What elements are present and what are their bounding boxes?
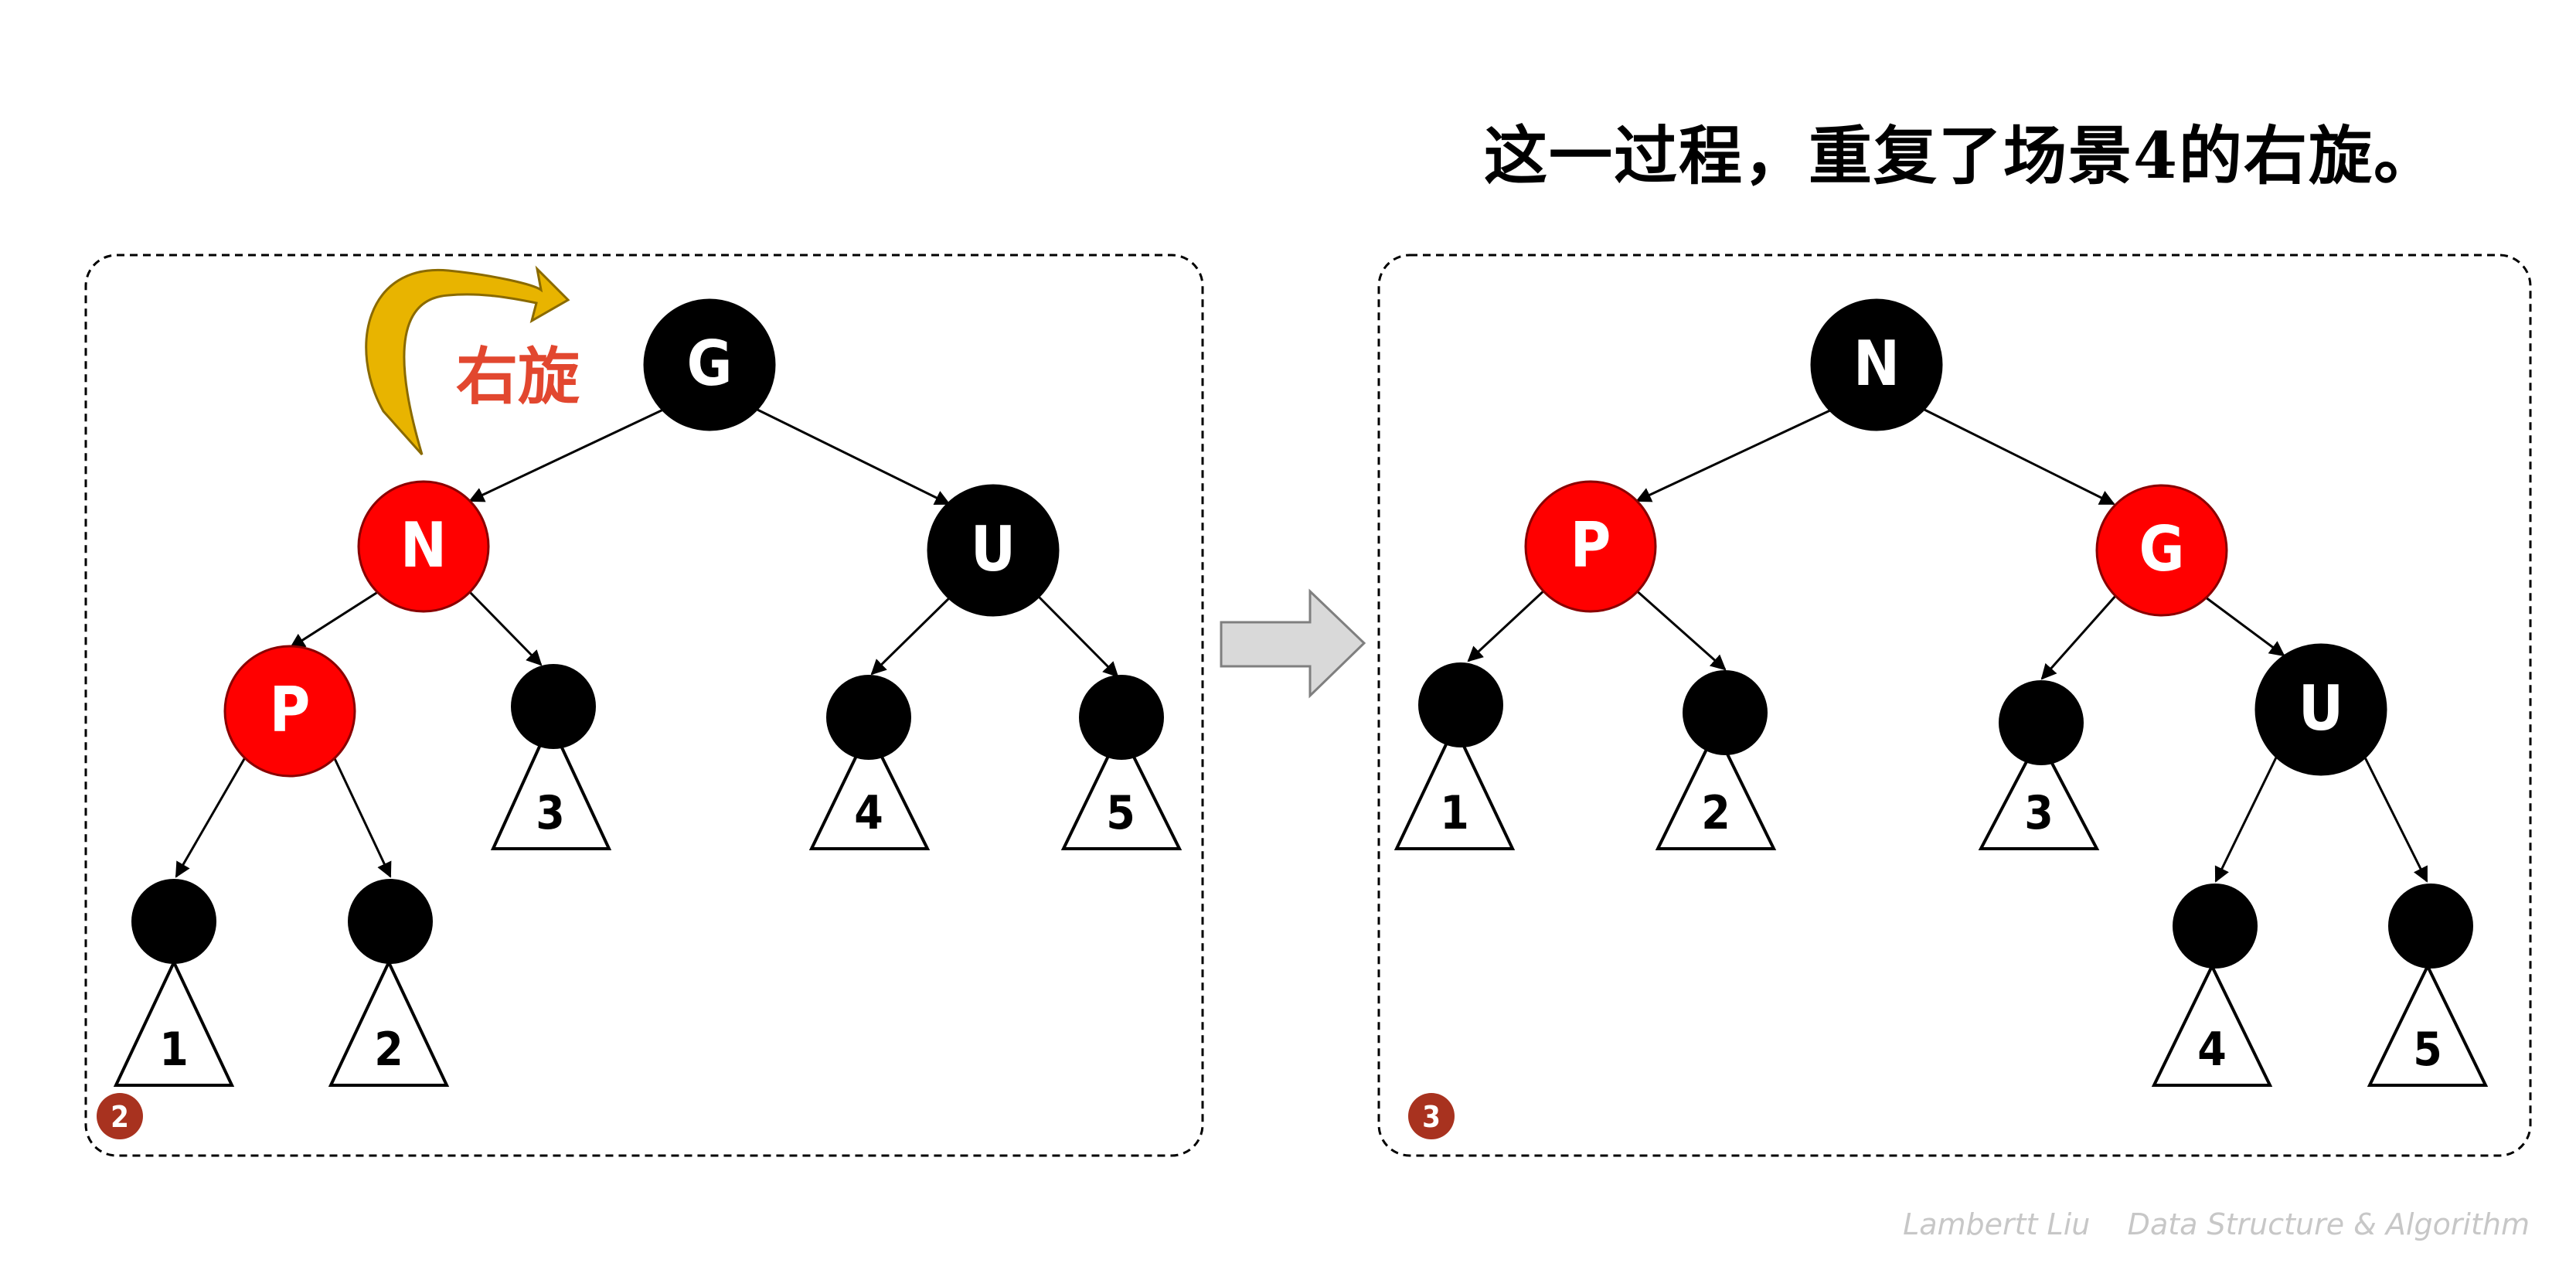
tree-node <box>1999 680 2084 765</box>
tree-node: G <box>2095 484 2228 617</box>
edge <box>175 753 249 878</box>
edge <box>1467 587 1547 662</box>
edge <box>331 753 392 878</box>
edge <box>2202 594 2285 657</box>
tree-node: N <box>357 480 490 613</box>
edge <box>2214 757 2278 883</box>
subtree-label: 2 <box>374 1023 403 1077</box>
tree-node: U <box>2254 643 2387 776</box>
panel-before <box>84 254 1204 1157</box>
edge <box>465 587 543 666</box>
subtree-triangle <box>808 727 931 850</box>
transition-arrow-icon <box>1220 588 1366 699</box>
subtree-triangle <box>2151 962 2273 1087</box>
tree-node <box>1079 675 1164 760</box>
panel-before-subtrees <box>113 719 1183 1087</box>
svg-text:3: 3 <box>1422 1100 1441 1134</box>
edge <box>1634 587 1727 671</box>
tree-node: G <box>643 298 776 431</box>
subtree-label: 1 <box>1440 786 1469 840</box>
edge <box>468 408 664 502</box>
svg-text:P: P <box>1570 509 1611 581</box>
tree-node <box>2173 884 2258 969</box>
subtree-triangle <box>490 719 612 850</box>
subtree-triangle <box>1655 727 1777 850</box>
subtree-label: 5 <box>2413 1023 2442 1077</box>
edge <box>870 594 954 676</box>
subtree-label: 2 <box>1701 786 1730 840</box>
svg-text:P: P <box>270 674 311 746</box>
tree-node <box>511 664 596 749</box>
svg-text:N: N <box>1853 328 1900 400</box>
panel-before-nodes: G N U P <box>131 298 1164 964</box>
panel-after-edges <box>1467 408 2428 883</box>
rotate-right-arrow-icon <box>365 265 570 455</box>
step-badge: 3 <box>1408 1093 1455 1139</box>
tree-node: N <box>1810 298 1943 431</box>
subtree-label: 3 <box>2024 786 2054 840</box>
subtree-label: 5 <box>1106 786 1135 840</box>
subtree-triangle <box>2367 962 2489 1087</box>
panel-after-nodes: N P G U <box>1418 298 2473 969</box>
tree-node <box>1418 662 1503 747</box>
svg-text:2: 2 <box>111 1100 129 1134</box>
tree-node: U <box>927 484 1060 617</box>
svg-text:G: G <box>686 328 732 400</box>
panel-after-subtrees <box>1393 723 2489 1087</box>
tree-node: P <box>1524 480 1657 613</box>
edge <box>1635 408 1832 502</box>
panel-before-edges <box>175 408 1119 878</box>
tree-node <box>1683 670 1768 755</box>
subtree-triangle <box>1060 727 1183 850</box>
subtree-triangle <box>113 958 235 1087</box>
step-badge: 2 <box>97 1093 143 1139</box>
edge <box>1924 408 2115 506</box>
subtree-triangle <box>1393 723 1516 850</box>
svg-text:N: N <box>400 509 447 581</box>
subtree-label: 4 <box>2197 1023 2227 1077</box>
rotate-label: 右旋 <box>456 341 580 413</box>
svg-text:G: G <box>2139 513 2184 585</box>
svg-text:U: U <box>2299 672 2343 744</box>
subtree-label: 3 <box>536 786 565 840</box>
panel-after <box>1377 254 2532 1157</box>
tree-node <box>2388 884 2473 969</box>
svg-text:U: U <box>971 513 1016 585</box>
tree-node <box>826 675 911 760</box>
footer-credit: Lambertt Liu Data Structure & Algorithm <box>1903 1207 2530 1241</box>
subtree-triangle <box>328 958 450 1087</box>
tree-node: P <box>223 645 356 778</box>
subtree-label: 4 <box>854 786 883 840</box>
tree-node <box>131 879 216 964</box>
edge <box>1036 594 1119 678</box>
page-title: 这一过程，重复了场景4的右旋。 <box>1484 119 2439 193</box>
edge <box>757 408 951 506</box>
edge <box>2363 757 2428 883</box>
tree-node <box>348 879 433 964</box>
edge <box>2040 594 2118 680</box>
subtree-label: 1 <box>159 1023 189 1077</box>
edge <box>289 587 383 649</box>
subtree-triangle <box>1978 734 2100 850</box>
